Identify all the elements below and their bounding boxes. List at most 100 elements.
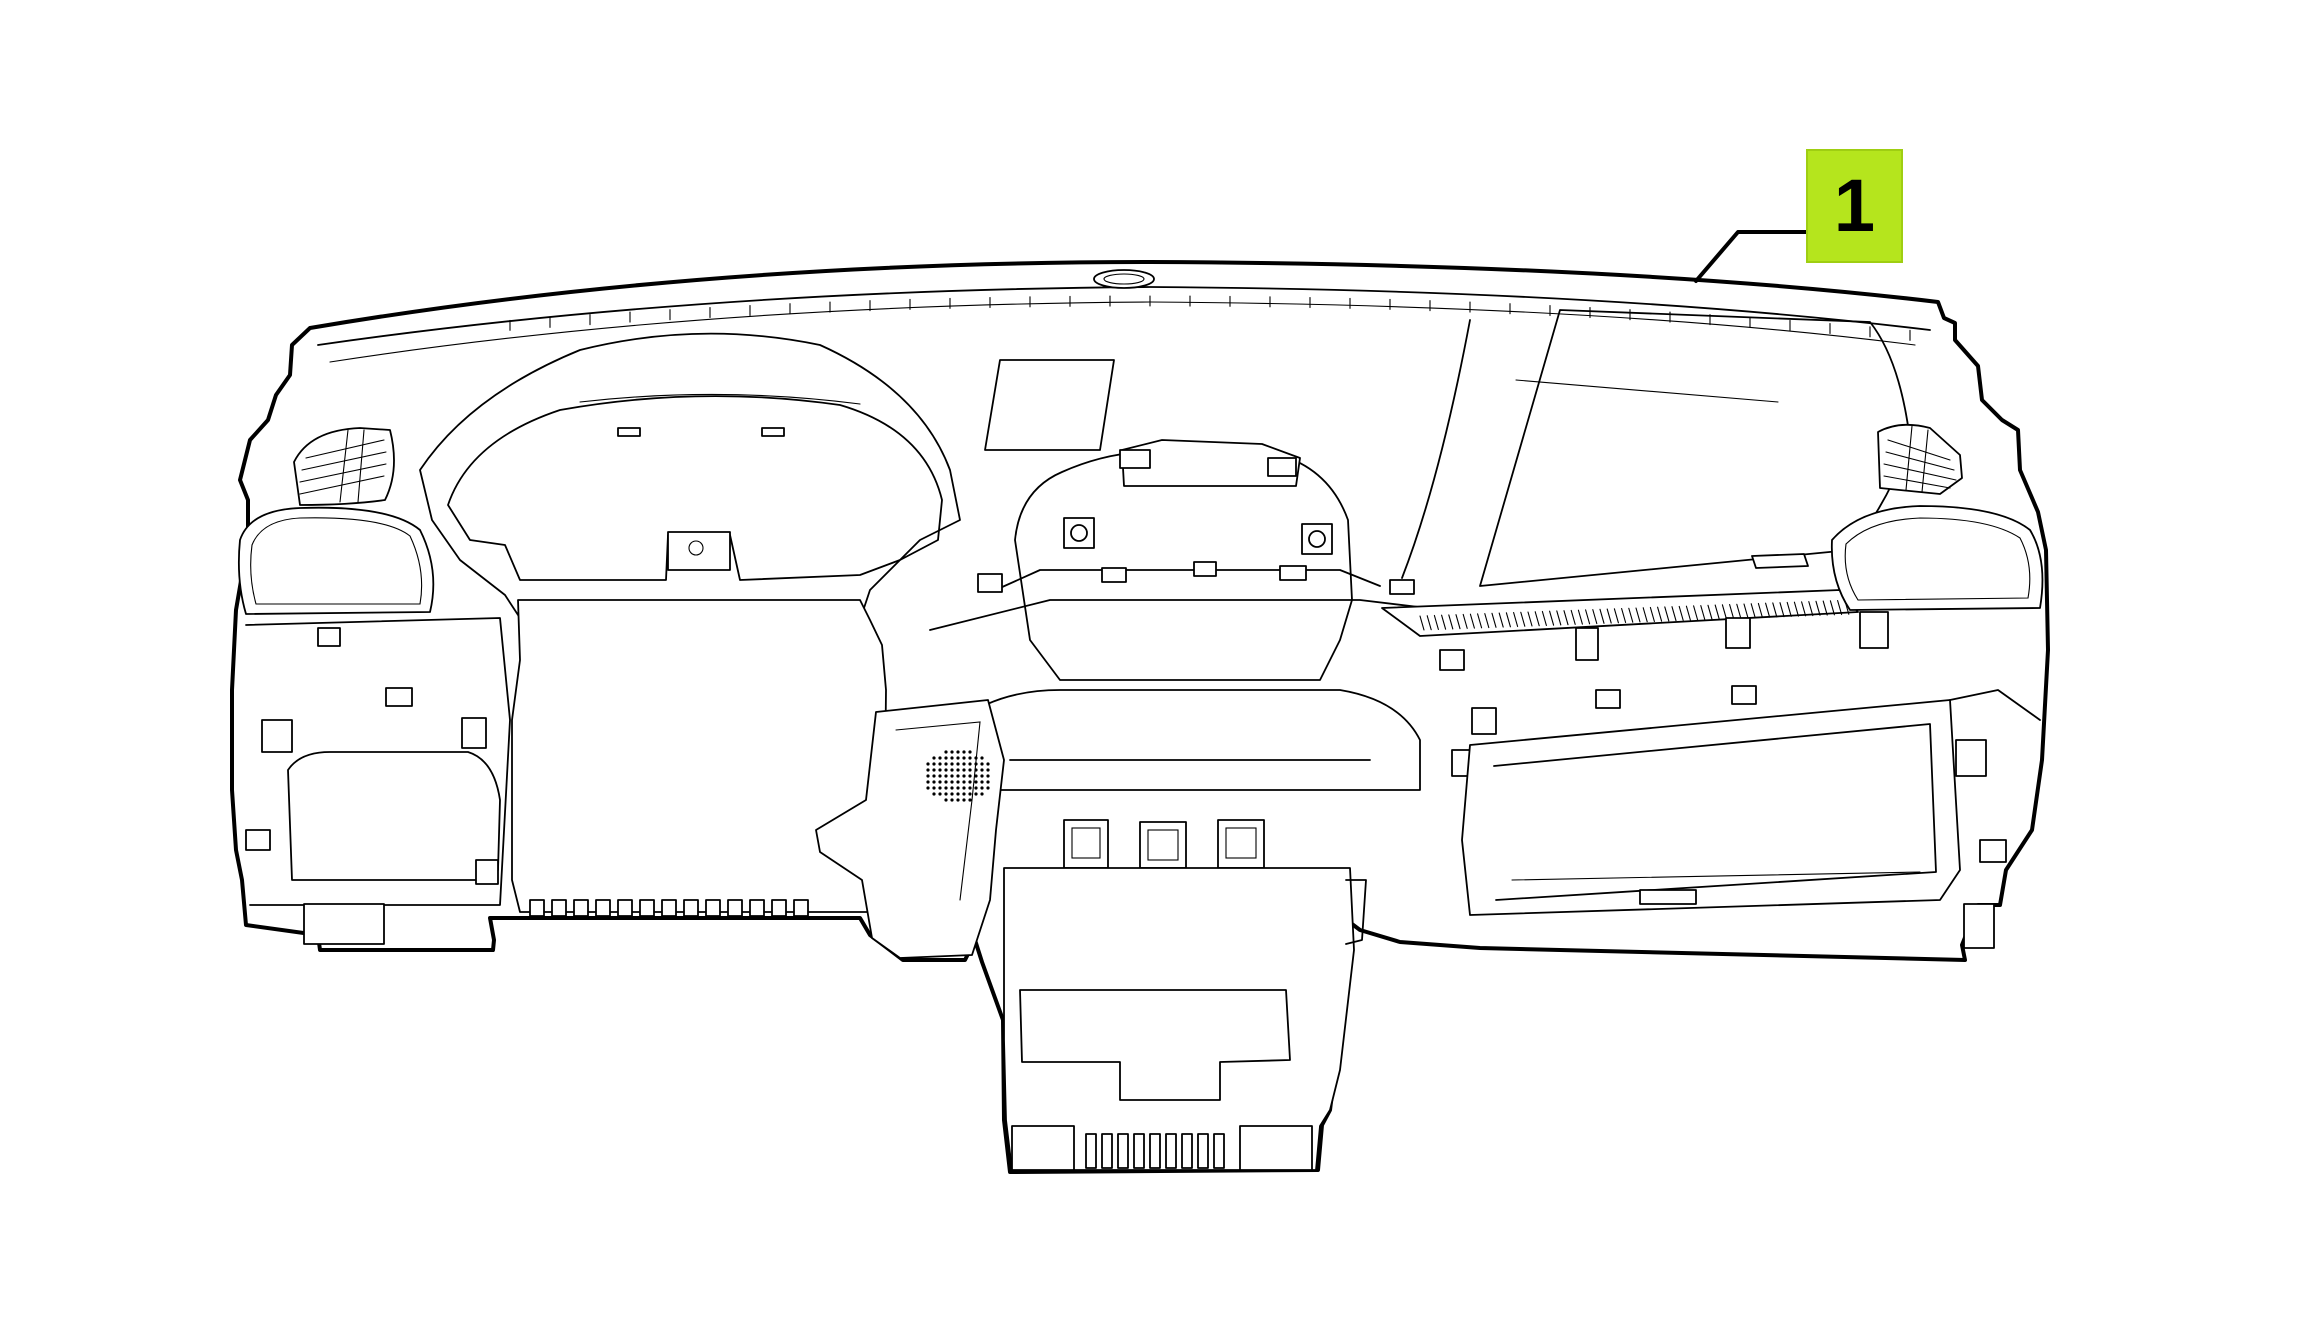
grille-hole bbox=[950, 786, 954, 790]
cluster-mount-hole bbox=[688, 540, 704, 556]
grille-hole bbox=[968, 780, 972, 784]
grille-hole bbox=[956, 798, 960, 802]
airbag-hatch-line bbox=[1772, 602, 1778, 618]
right-vent-louvers bbox=[1883, 425, 1957, 493]
airbag-hatch-line bbox=[1765, 602, 1771, 618]
left-lower-frame bbox=[245, 617, 511, 906]
grille-hole bbox=[974, 774, 978, 778]
airbag-hatch-line bbox=[1707, 604, 1713, 620]
lower-clip-tooth bbox=[771, 899, 787, 917]
grille-hole bbox=[962, 786, 966, 790]
centre-lower-frame bbox=[959, 689, 1421, 791]
grille-hole bbox=[968, 768, 972, 772]
grille-hole bbox=[950, 762, 954, 766]
instrument-cluster-opening bbox=[447, 395, 943, 581]
airbag-hatch-line bbox=[1757, 602, 1763, 619]
grille-hole bbox=[944, 762, 948, 766]
passenger-airbag-strip bbox=[1381, 589, 1859, 637]
airbag-hatch-line bbox=[1750, 603, 1756, 619]
grille-hole bbox=[926, 762, 930, 766]
grille-hole bbox=[980, 780, 984, 784]
glovebox-latch-rail bbox=[1511, 871, 1921, 881]
grille-hole bbox=[950, 768, 954, 772]
grille-hole bbox=[980, 774, 984, 778]
airbag-hatch-line bbox=[1419, 615, 1425, 631]
grille-hole bbox=[956, 756, 960, 760]
top-sensor-ellipse bbox=[1093, 269, 1155, 289]
grille-hole bbox=[944, 798, 948, 802]
airbag-hatch-line bbox=[1714, 604, 1720, 620]
console-inner-panel bbox=[1019, 989, 1291, 1101]
airbag-hatch-line bbox=[1455, 614, 1461, 630]
glovebox-inner-line bbox=[1493, 723, 1937, 901]
airbag-hatch-line bbox=[1477, 613, 1483, 629]
grille-hole bbox=[980, 792, 984, 796]
airbag-hatch-line bbox=[1678, 605, 1684, 621]
lower-clip-tooth bbox=[661, 899, 677, 917]
grille-hole bbox=[974, 762, 978, 766]
grille-hole bbox=[986, 774, 990, 778]
grille-hole bbox=[956, 792, 960, 796]
airbag-hatch-line bbox=[1520, 611, 1526, 627]
grille-hole bbox=[932, 786, 936, 790]
airbag-hatch-line bbox=[1837, 599, 1843, 616]
grille-hole bbox=[956, 768, 960, 772]
lower-clip-tooth bbox=[727, 899, 743, 917]
grille-hole bbox=[926, 774, 930, 778]
airbag-hatch-line bbox=[1585, 609, 1591, 625]
lower-clip-tooth bbox=[749, 899, 765, 917]
grille-hole bbox=[962, 780, 966, 784]
grille-hole bbox=[962, 756, 966, 760]
console-vent-slat bbox=[1133, 1133, 1145, 1169]
grille-hole bbox=[938, 768, 942, 772]
airbag-hatch-line bbox=[1793, 601, 1799, 617]
airbag-hatch-line bbox=[1786, 601, 1792, 617]
centre-tab-left bbox=[1119, 449, 1151, 469]
grille-hole bbox=[980, 756, 984, 760]
left-vent-bezel bbox=[237, 506, 435, 615]
grille-hole bbox=[950, 780, 954, 784]
grille-hole bbox=[986, 768, 990, 772]
grille-hole bbox=[938, 756, 942, 760]
airbag-hatch-line bbox=[1441, 614, 1447, 630]
grille-hole bbox=[974, 786, 978, 790]
grille-hole bbox=[956, 762, 960, 766]
steering-column-opening bbox=[511, 599, 887, 913]
airbag-label-badge bbox=[1751, 553, 1809, 569]
grille-hole bbox=[974, 792, 978, 796]
right-vent-bezel-inner bbox=[1844, 517, 2031, 601]
airbag-hatch-line bbox=[1498, 612, 1504, 628]
part-callout-badge[interactable]: 1 bbox=[1806, 149, 1903, 263]
console-vent-slat bbox=[1165, 1133, 1177, 1169]
airbag-hatch-line bbox=[1505, 612, 1511, 628]
grille-hole bbox=[932, 774, 936, 778]
grille-hole bbox=[950, 750, 954, 754]
airbag-hatch-line bbox=[1462, 613, 1468, 629]
grille-hole bbox=[944, 786, 948, 790]
passenger-upper-panel bbox=[1401, 319, 1471, 579]
grille-hole bbox=[938, 792, 942, 796]
console-vent-slat bbox=[1117, 1133, 1129, 1169]
airbag-hatch-line bbox=[1664, 606, 1670, 622]
grille-hole bbox=[932, 768, 936, 772]
defroster-slots bbox=[509, 295, 1911, 341]
grille-hole bbox=[956, 780, 960, 784]
grille-hole bbox=[926, 768, 930, 772]
airbag-hatch-line bbox=[1693, 605, 1699, 621]
grille-hole bbox=[986, 762, 990, 766]
grille-hole bbox=[968, 798, 972, 802]
airbag-hatch-line bbox=[1657, 606, 1663, 622]
passenger-display-inner bbox=[1515, 379, 1779, 403]
console-vent-slat bbox=[1197, 1133, 1209, 1169]
airbag-hatch-line bbox=[1685, 605, 1691, 621]
lower-clip-tooth bbox=[595, 899, 611, 917]
airbag-hatch-line bbox=[1671, 606, 1677, 622]
grille-hole bbox=[968, 786, 972, 790]
lower-clip-tooth bbox=[617, 899, 633, 917]
cluster-top-ridge bbox=[579, 393, 861, 405]
airbag-hatch-line bbox=[1448, 614, 1454, 630]
grille-hole bbox=[974, 768, 978, 772]
grille-hole bbox=[986, 780, 990, 784]
grille-hole bbox=[926, 780, 930, 784]
